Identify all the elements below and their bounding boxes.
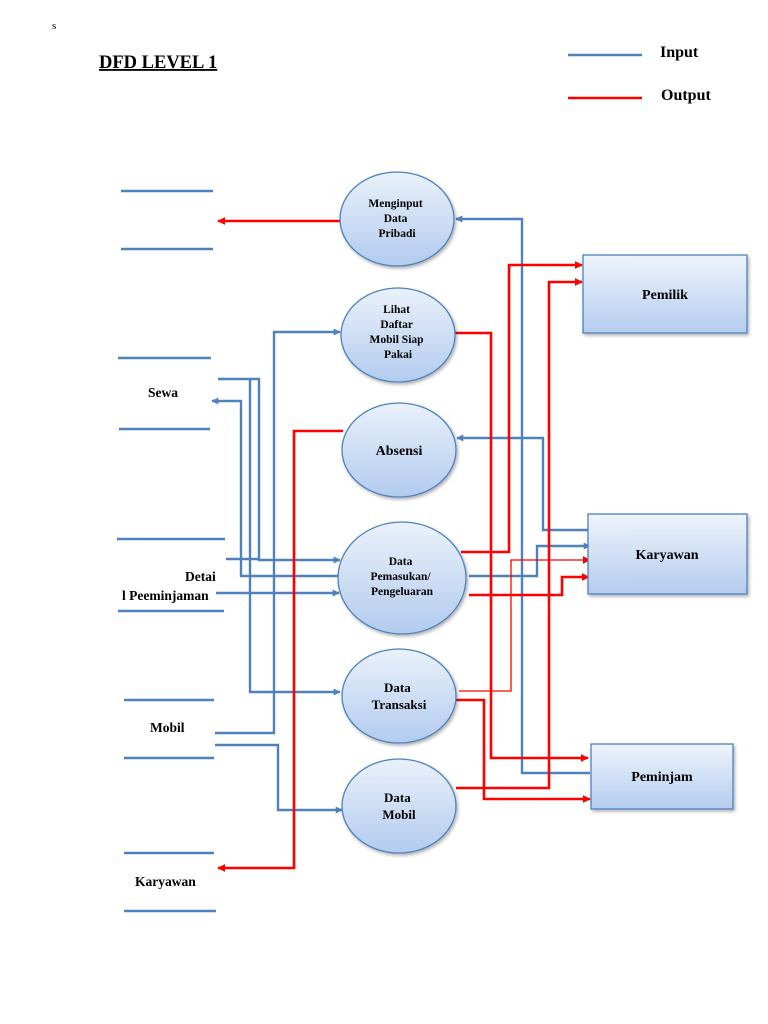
process-pemasukan-line-3: Pengeluaran (371, 586, 434, 598)
process-pemasukan-label: Data Pemasukan/ Pengeluaran (371, 556, 434, 598)
process-menginput-line-2: Data (384, 213, 408, 225)
process-pemasukan[interactable]: Data Pemasukan/ Pengeluaran (337, 521, 467, 635)
process-lihat-daftar-line-4: Pakai (384, 349, 413, 361)
corner-mark: s (52, 20, 56, 32)
process-menginput-line-3: Pribadi (378, 228, 416, 240)
store-karyawan-label: Karyawan (135, 874, 196, 889)
entity-pemilik[interactable]: Pemilik (582, 254, 748, 334)
entity-pemilik-box (582, 254, 748, 334)
flow-sewa-to-transaksi (248, 379, 341, 696)
process-data-mobil-shape (341, 758, 457, 854)
process-menginput[interactable]: Menginput Data Pribadi (339, 171, 455, 267)
entity-karyawan[interactable]: Karyawan (587, 513, 748, 595)
data-store-lines (117, 189, 225, 913)
process-lihat-daftar-shape (340, 287, 456, 383)
process-absensi[interactable]: Absensi (341, 402, 457, 498)
entity-peminjam[interactable]: Peminjam (590, 743, 734, 810)
flow-pemasukan-to-karyawan (469, 542, 591, 578)
process-lihat-daftar-line-3: Mobil Siap (370, 334, 424, 346)
store-detail-label-line-1: Detai (185, 569, 216, 584)
store-sewa-label: Sewa (148, 385, 178, 400)
process-pemasukan-shape (337, 521, 467, 635)
entity-peminjam-box (590, 743, 734, 810)
process-data-mobil[interactable]: Data Mobil (341, 758, 457, 854)
page-title: DFD LEVEL 1 (99, 53, 217, 73)
entity-karyawan-label: Karyawan (636, 548, 699, 563)
process-absensi-label: Absensi (376, 444, 423, 459)
flow-lihat-to-peminjam (455, 331, 589, 762)
flow-transaksi-to-peminjam (456, 698, 591, 803)
output-flows (217, 217, 591, 872)
process-data-mobil-line-2: Mobil (382, 807, 416, 822)
process-menginput-label: Menginput Data Pribadi (368, 198, 425, 240)
process-lihat-daftar[interactable]: Lihat Daftar Mobil Siap Pakai (340, 287, 456, 383)
entity-peminjam-label: Peminjam (631, 770, 693, 785)
process-data-mobil-label: Data Mobil (382, 790, 416, 822)
flow-mobil-to-lihat (215, 328, 341, 735)
process-transaksi-line-1: Data (384, 680, 411, 695)
flow-karyawan-to-absensi (456, 434, 591, 532)
legend-output-label: Output (661, 87, 711, 104)
entity-pemilik-label: Pemilik (642, 288, 688, 303)
process-transaksi-shape (341, 648, 457, 744)
process-lihat-daftar-line-2: Daftar (380, 319, 412, 331)
process-transaksi[interactable]: Data Transaksi (341, 648, 457, 744)
process-transaksi-label: Data Transaksi (372, 680, 427, 712)
input-flows (211, 215, 591, 814)
flow-transaksi-to-karyawan (459, 556, 591, 692)
process-lihat-daftar-line-1: Lihat (383, 304, 410, 316)
legend-input-label: Input (660, 44, 699, 61)
process-menginput-shape (339, 171, 455, 267)
flow-mobil-to-datamobil (215, 743, 343, 814)
legend: Input Output (568, 44, 711, 104)
flow-datamobil-to-pemilik (456, 278, 583, 790)
flow-pemasukan-to-sewa (211, 397, 339, 578)
flow-pemasukan-to-karyawan (469, 573, 590, 597)
process-transaksi-line-2: Transaksi (372, 697, 427, 712)
flow-sewa-to-pemasukan (218, 377, 341, 564)
process-pemasukan-line-2: Pemasukan/ (371, 571, 432, 583)
store-detail-label-line-2: l Peeminjaman (122, 588, 209, 603)
store-mobil-label: Mobil (150, 720, 185, 735)
process-menginput-line-1: Menginput (368, 198, 422, 210)
process-data-mobil-line-1: Data (384, 790, 411, 805)
flow-peminjam-to-menginput (455, 215, 590, 775)
process-pemasukan-line-1: Data (389, 556, 413, 568)
process-absensi-shape (341, 402, 457, 498)
flow-pemasukan-to-pemilik (461, 261, 583, 554)
entity-karyawan-box (587, 513, 748, 595)
flow-absensi-to-karyawan-store (217, 429, 343, 872)
process-lihat-daftar-label: Lihat Daftar Mobil Siap Pakai (370, 304, 427, 361)
